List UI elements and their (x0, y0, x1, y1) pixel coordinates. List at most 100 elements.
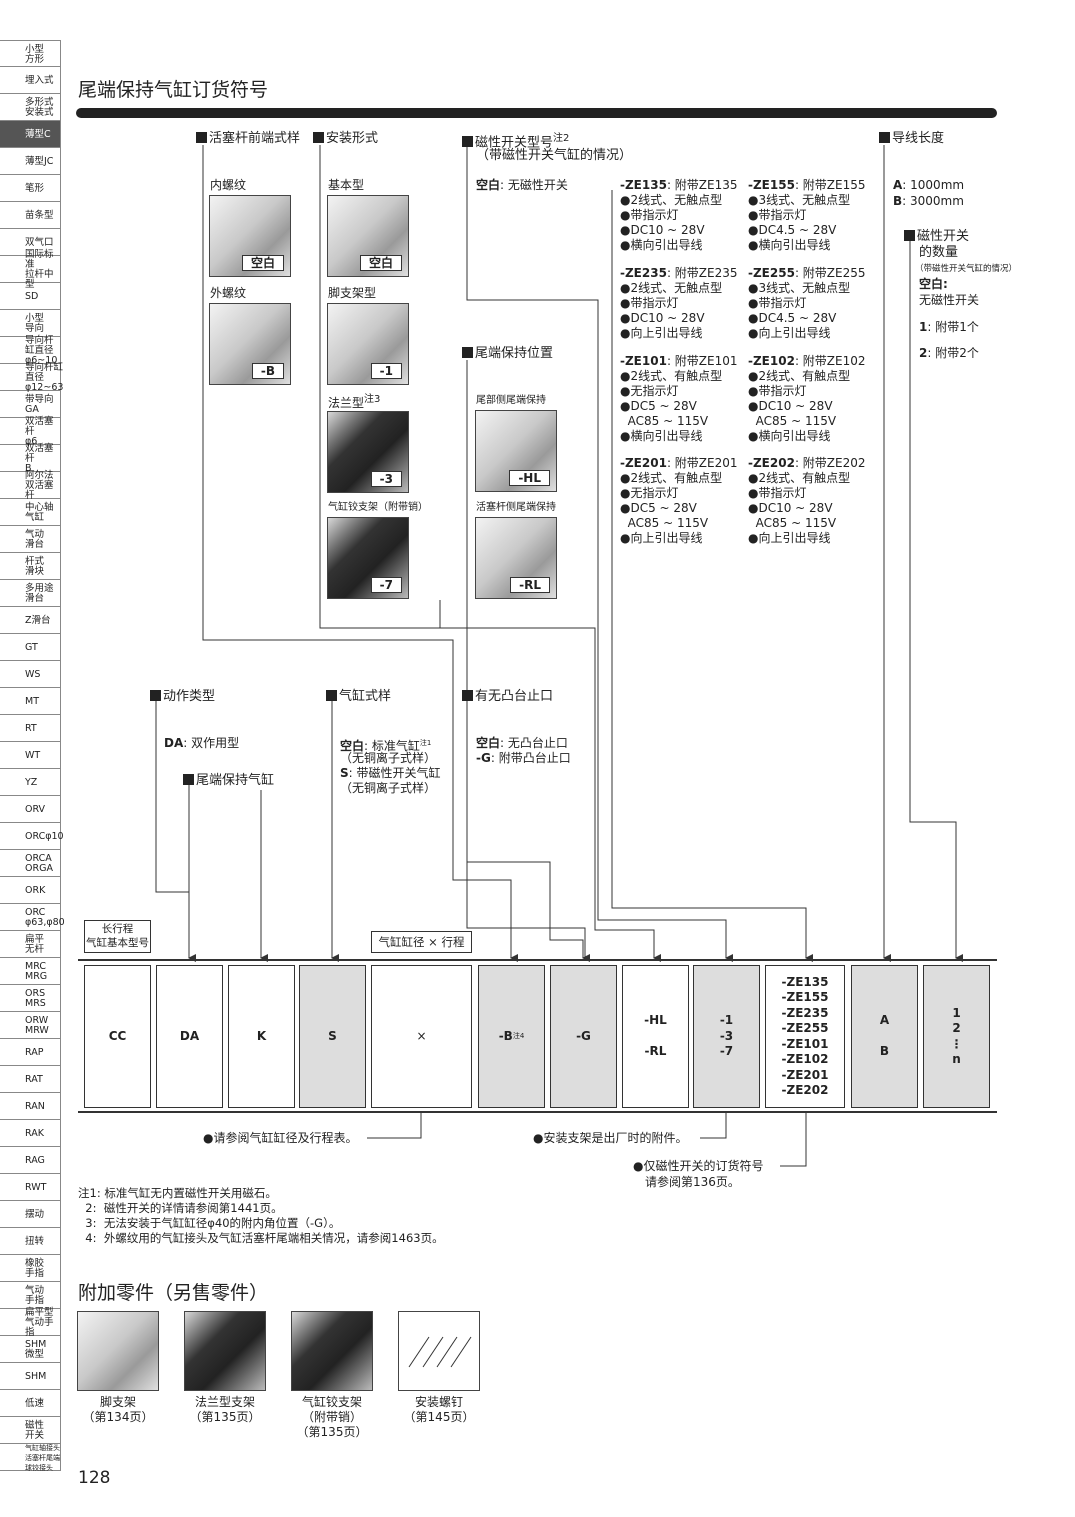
sidebar-item[interactable]: ORV (0, 796, 61, 823)
sidebar-item[interactable]: SHM (0, 1363, 61, 1390)
acc-foot-page: （第134页） (82, 1410, 154, 1424)
sidebar-item[interactable]: GT (0, 634, 61, 661)
switch-sub: （带磁性开关气缸的情况） (476, 148, 633, 163)
switch-option-spec: ●2线式、有触点型 (748, 369, 851, 383)
switch-option-spec: ●2线式、有触点型 (620, 471, 723, 485)
sidebar-item[interactable]: 苗条型 (0, 202, 61, 229)
sidebar-item[interactable]: RAT (0, 1066, 61, 1093)
switch-option-spec: ●无指示灯 (620, 384, 679, 398)
sidebar-item[interactable]: SHM 微型 (0, 1336, 61, 1363)
sidebar-item[interactable]: MT (0, 688, 61, 715)
sidebar-item[interactable]: 埋入式 (0, 67, 61, 94)
acc-foot-photo (77, 1311, 159, 1391)
sidebar-item[interactable]: 带导向 GA (0, 391, 61, 418)
page-title: 尾端保持气缸订货符号 (78, 79, 269, 101)
order-code-text: A B (879, 1013, 890, 1059)
sidebar-item[interactable]: RAN (0, 1093, 61, 1120)
sidebar-item[interactable]: 薄型C (0, 121, 61, 148)
sidebar-item[interactable]: ORK (0, 877, 61, 904)
rod-external-code: -B (251, 363, 284, 379)
switch-ref1: ●仅磁性开关的订货符号 (633, 1159, 764, 1173)
switch-option-spec: ●向上引出导线 (748, 326, 831, 340)
order-code-box: -1 -3 -7 (693, 965, 760, 1108)
sidebar-item[interactable]: 阿尔法 双活塞杆 (0, 471, 61, 501)
rod-external-photo: -B (209, 303, 291, 385)
order-code-box: -G (550, 965, 617, 1108)
switch-option-spec: ●带指示灯 (748, 384, 807, 398)
sidebar-item[interactable]: RAG (0, 1147, 61, 1174)
sidebar-item[interactable]: WT (0, 742, 61, 769)
switch-option-head: -ZE101: 附带ZE101 (620, 354, 738, 368)
sidebar-item[interactable]: ORS MRS (0, 985, 61, 1012)
mount-basic-label: 基本型 (328, 178, 365, 192)
sidebar-item[interactable]: 多形式 安装式 (0, 94, 61, 121)
sidebar-item[interactable]: 笔形 (0, 175, 61, 202)
switch-option-spec: ●向上引出导线 (620, 326, 703, 340)
switch-option-spec: ●2线式、有触点型 (620, 369, 723, 383)
qty-blank-text: 无磁性开关 (919, 293, 980, 307)
acc-screw-photo (398, 1311, 480, 1391)
sidebar-item[interactable]: RT (0, 715, 61, 742)
rod-external-label: 外螺纹 (210, 286, 247, 300)
sidebar-item[interactable]: 小型 导向 (0, 310, 61, 337)
switch-option: -ZE135: 附带ZE135●2线式、无触点型●带指示灯●DC10 ~ 28V… (620, 178, 738, 253)
sidebar-item[interactable]: RWT (0, 1174, 61, 1201)
sidebar-item[interactable]: 磁性 开关 (0, 1417, 61, 1444)
stop-g: -G: 附带凸台止口 (476, 751, 571, 765)
qty-two: 2: 附带2个 (919, 346, 979, 360)
order-code-text: DA (179, 1028, 200, 1043)
sidebar-item[interactable]: 中心轴 气缸 (0, 499, 61, 526)
sidebar-item[interactable]: 双活塞杆 B (0, 444, 61, 474)
sidebar-item[interactable]: RAK (0, 1120, 61, 1147)
switch-option-spec: ●DC4.5 ~ 28V (748, 311, 837, 325)
sidebar-item[interactable]: 摆动 (0, 1201, 61, 1228)
sidebar-item[interactable]: 气动 滑台 (0, 526, 61, 553)
order-code-box: K (228, 965, 295, 1108)
cyl-head: 气缸式样 (326, 689, 391, 704)
sidebar-item[interactable]: 扁平型 气动手指 (0, 1308, 61, 1338)
switch-option-spec: AC85 ~ 115V (748, 516, 837, 530)
sidebar-item[interactable]: 低速 (0, 1390, 61, 1417)
sidebar-item[interactable]: MRC MRG (0, 958, 61, 985)
mount-clevis-photo: -7 (327, 517, 409, 599)
sidebar-item[interactable]: WS (0, 661, 61, 688)
mount-basic-code: 空白 (359, 255, 402, 271)
switch-option-spec: ●带指示灯 (748, 296, 807, 310)
rod-head: 活塞杆前端式样 (196, 131, 300, 146)
switch-option-spec: ●2线式、无触点型 (620, 281, 723, 295)
sidebar-item[interactable]: Z滑台 (0, 607, 61, 634)
sidebar-item[interactable]: RAP (0, 1039, 61, 1066)
sidebar-item[interactable]: ORCA ORGA (0, 850, 61, 877)
sidebar-item[interactable]: 双气口 (0, 229, 61, 256)
switch-option-spec: ●3线式、无触点型 (748, 281, 851, 295)
sidebar-item[interactable]: 扁平 无杆 (0, 931, 61, 958)
rod-internal-label: 内螺纹 (210, 178, 247, 192)
switch-head: 磁性开关型号注2 (462, 131, 569, 150)
switch-option-spec: ●带指示灯 (620, 208, 679, 222)
order-code-text: -B (498, 1028, 513, 1043)
sidebar-item[interactable]: 导向杆缸直径 φ6~10 (0, 336, 61, 366)
sidebar-item[interactable]: 气缸轴接头 活塞杆尾端 球铰接头 (0, 1444, 61, 1472)
switch-option-spec: ●DC10 ~ 28V (748, 399, 833, 413)
switch-option-spec: ●向上引出导线 (748, 531, 831, 545)
mount-ref: ●安装支架是出厂时的附件。 (533, 1131, 688, 1145)
order-code-box: 1 2 ⋮ n (923, 965, 990, 1108)
sidebar-item[interactable]: ORCφ10 (0, 823, 64, 850)
sidebar-item[interactable]: SD (0, 283, 61, 310)
sidebar-item[interactable]: ORC φ63,φ80 (0, 904, 65, 931)
sidebar-item[interactable]: 杆式 滑块 (0, 553, 61, 580)
sidebar-item[interactable]: 多用途 滑台 (0, 580, 61, 607)
sidebar-item[interactable]: 气动 手指 (0, 1282, 61, 1309)
sidebar-item[interactable]: ORW MRW (0, 1012, 61, 1039)
sidebar-item[interactable]: 扭转 (0, 1228, 61, 1255)
sidebar-item[interactable]: 橡胶 手指 (0, 1255, 61, 1282)
sidebar-item[interactable]: 导向杆缸直径 φ12~63 (0, 363, 63, 393)
sidebar-item[interactable]: YZ (0, 769, 61, 796)
switch-option-spec: ●DC5 ~ 28V (620, 399, 697, 413)
sidebar-item[interactable]: 小型 方形 (0, 40, 61, 67)
switch-option: -ZE235: 附带ZE235●2线式、无触点型●带指示灯●DC10 ~ 28V… (620, 266, 738, 341)
hold-rod-code: -RL (510, 577, 550, 593)
sidebar-item[interactable]: 双活塞杆 φ6 (0, 417, 61, 447)
sidebar-item[interactable]: 薄型JC (0, 148, 61, 175)
